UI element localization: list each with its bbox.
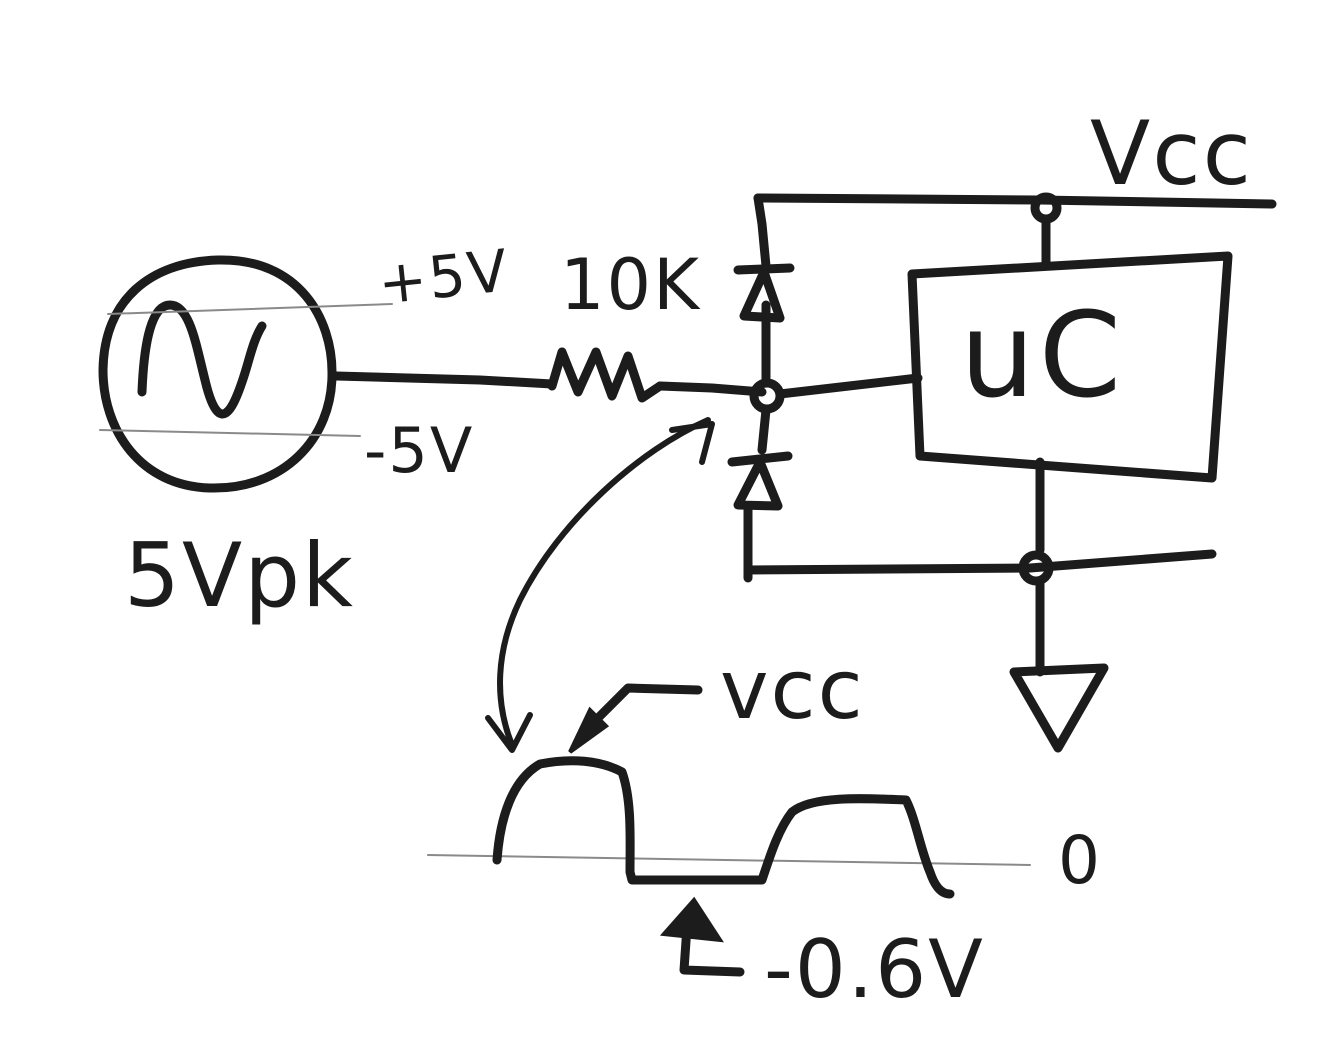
input-wire — [331, 371, 557, 389]
upper-clamp-diode — [733, 193, 795, 387]
minus-5v-guide-line — [99, 429, 361, 437]
probe-arrow — [497, 417, 711, 748]
clipped-waveform — [492, 756, 955, 899]
vcc-waveform-label: vcc — [720, 643, 865, 738]
sine-symbol — [137, 300, 267, 419]
vcc-pointer-arrow — [581, 683, 703, 735]
neg-pointer-head — [659, 896, 724, 943]
zero-label: 0 — [1058, 822, 1102, 899]
source-amplitude-label: 5Vpk — [124, 524, 356, 627]
resistor — [547, 347, 665, 403]
microcontroller-box — [907, 251, 1233, 483]
minus-5v-label: -5V — [364, 414, 475, 487]
probe-arrow-head-bottom — [485, 712, 533, 753]
resistor-value-label: 10K — [560, 244, 701, 326]
lower-clamp-diode — [727, 405, 793, 583]
zero-baseline — [427, 854, 1031, 866]
uc-input-wire — [775, 373, 923, 399]
ground-symbol — [1009, 663, 1109, 753]
node-wire — [655, 381, 767, 397]
minus-0-6v-label: -0.6V — [764, 923, 985, 1016]
source-circle — [98, 255, 337, 493]
gnd-rail — [743, 549, 1217, 575]
ac-source — [98, 255, 337, 493]
probe-arrow-head-top — [669, 421, 715, 465]
microcontroller-label: uC — [960, 286, 1126, 424]
plus-5v-guide-line — [107, 303, 393, 315]
plus-5v-label: +5V — [374, 236, 513, 318]
vcc-top-label: Vcc — [1090, 102, 1253, 205]
vcc-pointer-head — [568, 706, 610, 754]
